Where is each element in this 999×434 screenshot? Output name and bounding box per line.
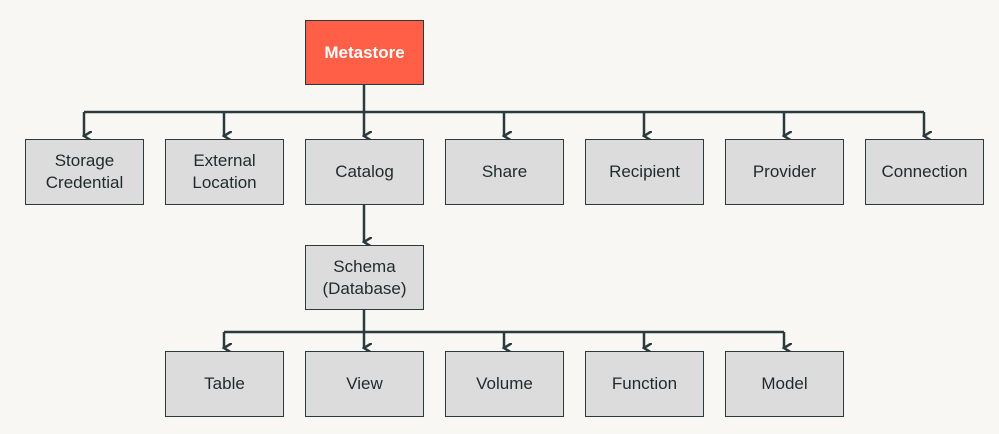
node-share: Share: [445, 139, 564, 205]
node-model: Model: [725, 351, 844, 417]
node-external-location: External Location: [165, 139, 284, 205]
node-recipient: Recipient: [585, 139, 704, 205]
node-table: Table: [165, 351, 284, 417]
node-catalog: Catalog: [305, 139, 424, 205]
node-metastore: Metastore: [305, 20, 424, 85]
node-schema: Schema (Database): [305, 245, 424, 310]
node-storage-credential: Storage Credential: [25, 139, 144, 205]
node-view: View: [305, 351, 424, 417]
node-volume: Volume: [445, 351, 564, 417]
node-provider: Provider: [725, 139, 844, 205]
node-connection: Connection: [865, 139, 984, 205]
node-function: Function: [585, 351, 704, 417]
